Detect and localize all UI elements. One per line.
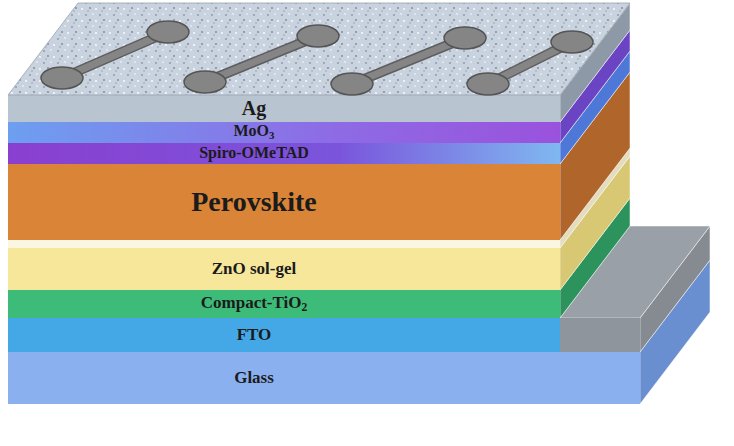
layer-band: Compact-TiO2	[8, 290, 560, 318]
layer-band: FTO	[8, 318, 560, 352]
layer-front	[8, 352, 640, 404]
layer-band: Spiro-OMeTAD	[8, 143, 560, 164]
layer-band: ZnO sol-gel	[8, 248, 560, 290]
electrode-pad	[41, 21, 189, 89]
layer-slab	[8, 72, 630, 240]
fto-extension	[560, 318, 640, 352]
layer-front	[8, 290, 560, 318]
layer-band: Glass	[8, 352, 560, 404]
layer-label: Ag	[242, 98, 266, 119]
layer-band: Ag	[8, 95, 560, 122]
layer-band: Perovskite	[8, 164, 560, 240]
layer-front	[8, 143, 560, 164]
layer-label: Compact-TiO2	[201, 294, 308, 314]
layer-front	[8, 164, 560, 240]
electrode-pad	[184, 25, 339, 93]
layer-label: FTO	[237, 326, 272, 344]
ag-top-surface	[8, 3, 630, 95]
electrode-pad	[467, 31, 593, 95]
layer-label: Spiro-OMeTAD	[199, 145, 309, 162]
layer-front	[8, 122, 560, 143]
electrode-pad	[331, 27, 486, 95]
layer-label: MoO3	[234, 123, 275, 141]
layer-front	[8, 95, 560, 122]
layer-label: Perovskite	[191, 187, 316, 216]
layer-front	[8, 240, 560, 248]
layer-slab	[8, 3, 630, 122]
layer-label: ZnO sol-gel	[212, 260, 297, 278]
layer-label: Glass	[234, 369, 274, 387]
layer-front	[8, 248, 560, 290]
layer-band: MoO3	[8, 122, 560, 143]
layer-slab	[8, 156, 630, 290]
layer-front	[8, 318, 560, 352]
